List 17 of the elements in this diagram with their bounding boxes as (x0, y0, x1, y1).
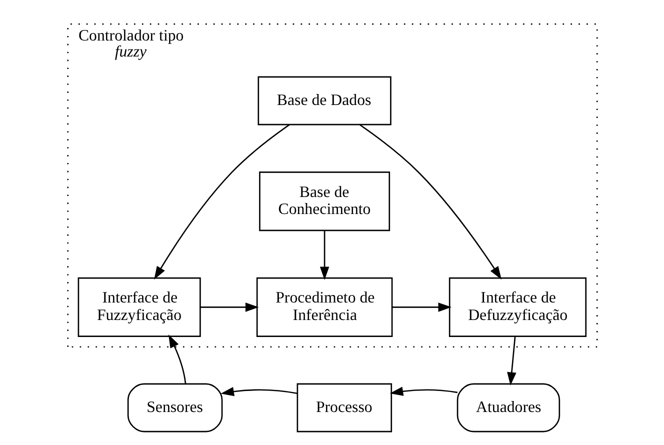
node-box: Interface de Defuzzyficação (448, 277, 586, 337)
arrow (392, 302, 452, 312)
arrow (389, 386, 458, 396)
arrow (154, 124, 290, 280)
node-box: Interface de Fuzzyficação (77, 277, 200, 337)
node-box: Procedimeto de Inferência (256, 277, 392, 337)
node-box: Base de Conhecimento (258, 172, 390, 232)
node-box: Atuadores (456, 383, 560, 432)
arrow (506, 336, 516, 386)
arrow (220, 386, 297, 396)
arrow (200, 302, 258, 312)
arrow (319, 230, 329, 280)
arrow (168, 334, 186, 384)
arrow (359, 124, 502, 280)
node-box: Processo (296, 383, 392, 432)
node-box: Base de Dados (257, 76, 391, 126)
node-box: Sensores (126, 383, 222, 432)
